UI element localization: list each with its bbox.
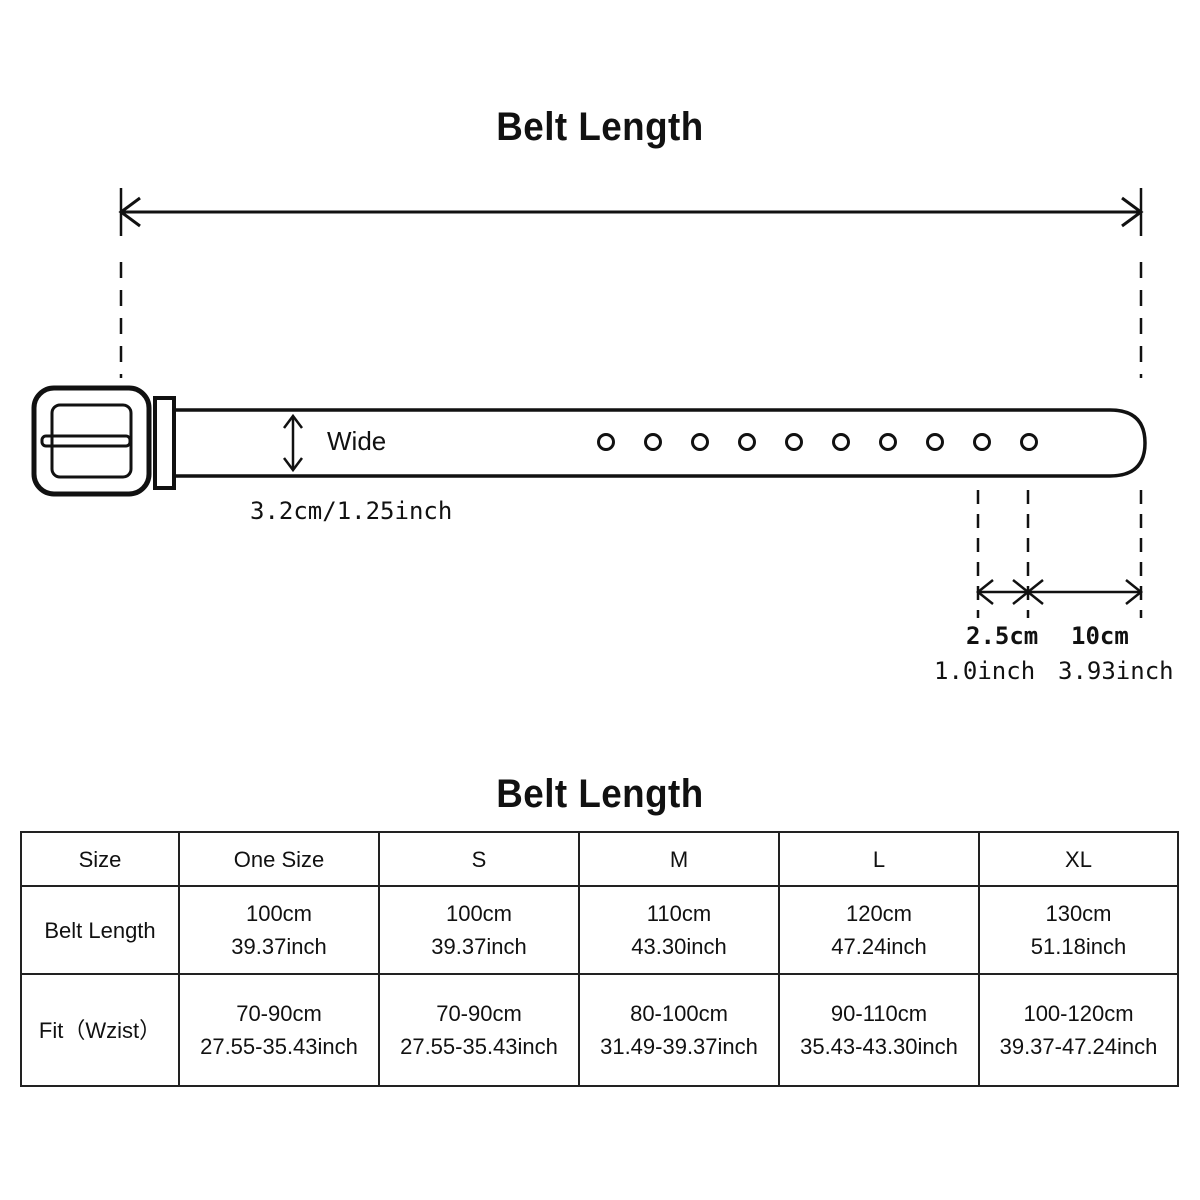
belt-hole	[1020, 433, 1038, 451]
header-cell: Size	[20, 831, 180, 887]
diagram-title: Belt Length	[496, 105, 704, 149]
cell-inch: 39.37inch	[431, 934, 527, 959]
belt-hole	[832, 433, 850, 451]
table-row-fit: Fit（Wzist） 70-90cm 27.55-35.43inch 70-90c…	[20, 973, 1179, 1087]
cell-cm: 100-120cm	[1023, 1001, 1134, 1026]
cell-cm: 120cm	[845, 901, 913, 926]
cell-inch: 35.43-43.30inch	[800, 1034, 958, 1059]
cell-cm: 70-90cm	[436, 1001, 522, 1026]
table-cell: 120cm 47.24inch	[778, 885, 980, 975]
belt-diagram	[31, 188, 1147, 618]
cell-cm: 100cm	[245, 901, 313, 926]
cell-cm: 90-110cm	[830, 1001, 928, 1026]
tip-length-cm-label: 10cm	[1071, 622, 1129, 650]
cell-inch: 47.24inch	[831, 934, 927, 959]
table-cell: 100cm 39.37inch	[378, 885, 580, 975]
width-value-label: 3.2cm/1.25inch	[250, 497, 453, 525]
table-cell: 110cm 43.30inch	[578, 885, 780, 975]
row-label: Belt Length	[20, 885, 180, 975]
table-row-belt-length: Belt Length 100cm 39.37inch 100cm 39.37inc…	[20, 885, 1179, 975]
cell-inch: 27.55-35.43inch	[200, 1034, 358, 1059]
cell-inch: 27.55-35.43inch	[400, 1034, 558, 1059]
tip-length-arrow	[1025, 579, 1144, 605]
wide-label: Wide	[327, 426, 387, 456]
cell-inch: 43.30inch	[631, 934, 727, 959]
belt-hole	[738, 433, 756, 451]
header-cell: XL	[978, 831, 1179, 887]
table-cell: 130cm 51.18inch	[978, 885, 1179, 975]
cell-inch: 39.37-47.24inch	[999, 1034, 1158, 1059]
table-cell: 100cm 39.37inch	[178, 885, 380, 975]
header-cell: M	[578, 831, 780, 887]
belt-strap	[176, 408, 1147, 478]
belt-holes	[597, 433, 1038, 451]
header-cell: L	[778, 831, 980, 887]
belt-hole	[785, 433, 803, 451]
tip-length-inch-label: 3.93inch	[1058, 657, 1174, 685]
table-cell: 70-90cm 27.55-35.43inch	[178, 973, 380, 1087]
cell-cm: 100cm	[445, 901, 513, 926]
cell-inch: 39.37inch	[231, 934, 327, 959]
cell-cm: 110cm	[646, 901, 712, 926]
hole-spacing-arrow	[975, 579, 1031, 605]
cell-inch: 31.49-39.37inch	[600, 1034, 758, 1059]
size-chart-table: Size One Size S M L XL Belt Length 100cm…	[20, 831, 1179, 1087]
buckle-icon	[31, 385, 176, 497]
header-cell: S	[378, 831, 580, 887]
cell-cm: 70-90cm	[236, 1001, 322, 1026]
hole-spacing-cm-label: 2.5cm	[966, 622, 1039, 650]
hole-spacing-inch-label: 1.0inch	[934, 657, 1036, 685]
belt-hole	[644, 433, 662, 451]
table-cell: 70-90cm 27.55-35.43inch	[378, 973, 580, 1087]
belt-hole	[926, 433, 944, 451]
belt-hole	[879, 433, 897, 451]
table-header-row: Size One Size S M L XL	[20, 831, 1179, 887]
length-arrow	[118, 188, 1144, 236]
table-cell: 90-110cm 35.43-43.30inch	[778, 973, 980, 1087]
table-title: Belt Length	[496, 772, 704, 816]
belt-hole	[691, 433, 709, 451]
cell-cm: 130cm	[1045, 901, 1112, 926]
belt-hole	[597, 433, 615, 451]
cell-cm: 80-100cm	[630, 1001, 728, 1026]
width-arrow	[283, 413, 303, 473]
cell-inch: 51.18inch	[1030, 934, 1127, 959]
belt-hole	[973, 433, 991, 451]
row-label: Fit（Wzist）	[20, 973, 180, 1087]
table-cell: 80-100cm 31.49-39.37inch	[578, 973, 780, 1087]
table-cell: 100-120cm 39.37-47.24inch	[978, 973, 1179, 1087]
header-cell: One Size	[178, 831, 380, 887]
